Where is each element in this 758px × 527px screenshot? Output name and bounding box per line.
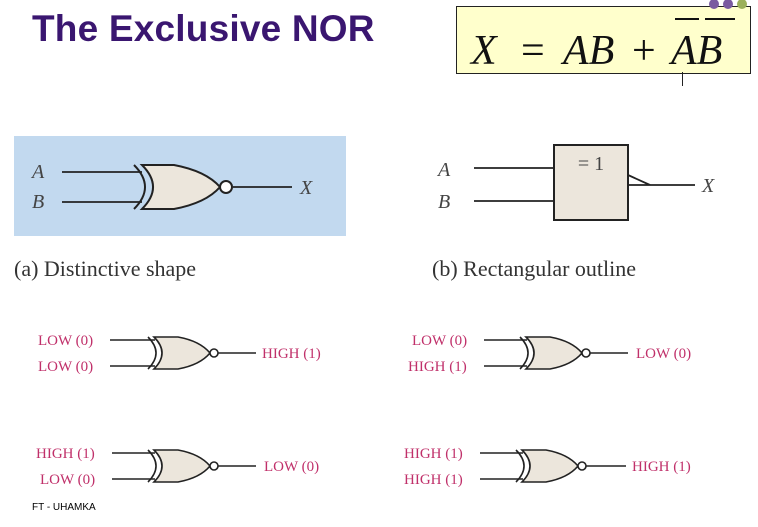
ex3-in2: LOW (0) — [40, 472, 95, 488]
formula-term1: AB — [560, 28, 614, 74]
formula-box: X = AB + AB — [456, 6, 751, 74]
ex1-in2: LOW (0) — [38, 359, 93, 375]
input-b-label: B — [32, 191, 44, 213]
gate-label-eq1: = 1 — [578, 153, 604, 175]
ex2-in1: LOW (0) — [412, 333, 467, 349]
ex3-out: LOW (0) — [264, 459, 319, 475]
output-x-label-b: X — [701, 175, 715, 197]
ex2-in2: HIGH (1) — [408, 359, 467, 375]
ex3-in1: HIGH (1) — [36, 446, 95, 462]
ex2-out: LOW (0) — [636, 346, 691, 362]
ex1-in1: LOW (0) — [38, 333, 93, 349]
formula-term2: AB — [668, 28, 722, 74]
input-b-label-b: B — [438, 191, 450, 213]
xnor-gate-rectangular — [474, 144, 695, 221]
caption-a: (a) Distinctive shape — [14, 256, 197, 281]
input-a-label: A — [30, 161, 45, 183]
ex4-in1: HIGH (1) — [404, 446, 463, 462]
output-x-label: X — [299, 177, 313, 199]
divider-tick — [682, 72, 683, 86]
input-a-label-b: A — [436, 159, 451, 181]
example-gate-4 — [480, 449, 626, 483]
ex4-in2: HIGH (1) — [404, 472, 463, 488]
decor-dots — [709, 0, 747, 9]
footer-label: FT - UHAMKA — [32, 502, 96, 513]
ex4-out: HIGH (1) — [632, 459, 691, 475]
example-gate-3 — [112, 449, 256, 483]
page-title: The Exclusive NOR — [32, 8, 375, 49]
formula-lhs: X — [469, 28, 499, 74]
ex1-out: HIGH (1) — [262, 346, 321, 362]
example-gate-2 — [484, 336, 628, 370]
example-gate-1 — [110, 336, 256, 370]
caption-b: (b) Rectangular outline — [432, 256, 637, 281]
formula-equals: = — [521, 28, 545, 74]
formula-svg: X = AB + AB — [469, 18, 735, 74]
xnor-gate-distinctive — [62, 164, 292, 210]
formula-plus: + — [632, 28, 656, 74]
